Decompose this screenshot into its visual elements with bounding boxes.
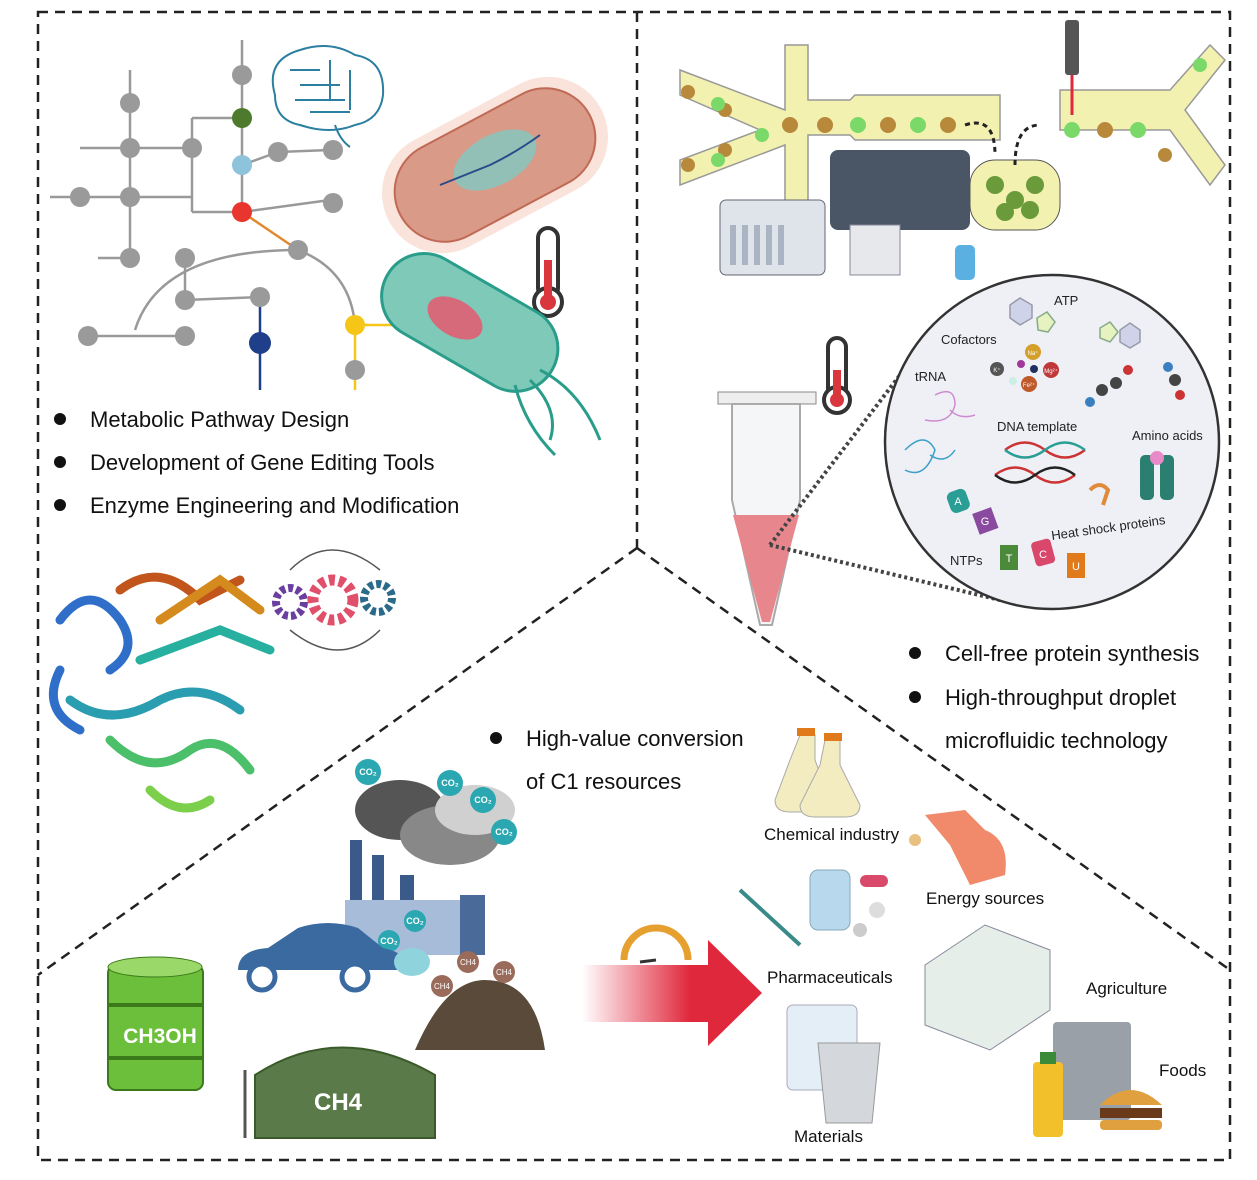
cell-free-components-circle: ATP Cofactors tRNA DNA template Amino ac… (883, 273, 1221, 611)
label-agriculture: Agriculture (1086, 979, 1167, 998)
ntp-u: U (1072, 561, 1080, 573)
label-foods: Foods (1159, 1061, 1206, 1080)
bullet-metabolic-pathway: Metabolic Pathway Design (90, 407, 349, 432)
heat-shock-protein-icon (1088, 451, 1174, 506)
co2-label: CO₂ (380, 936, 398, 946)
ion-fe: Fe²⁺ (1023, 382, 1035, 389)
ch4-label: CH4 (496, 968, 513, 977)
co2-label: CO₂ (359, 767, 377, 777)
trna-icon (904, 390, 976, 474)
co2-label: CO₂ (474, 795, 492, 805)
label-atp: ATP (1054, 293, 1078, 308)
ion-na: Na⁺ (1028, 350, 1039, 357)
ion-k: K⁺ (993, 367, 1000, 374)
methane-digester: CH4 (243, 1046, 436, 1139)
ntp-blocks: A G T C U (946, 488, 1085, 578)
methane-label: CH4 (314, 1089, 363, 1116)
cellfree-bullet-list: Cell-free protein synthesis High-through… (909, 641, 1199, 753)
label-trna: tRNA (915, 369, 946, 384)
bacterium-ecoli (382, 76, 608, 254)
synbio-bullet-list: Metabolic Pathway Design Development of … (54, 407, 459, 518)
pathway-nodes (70, 65, 365, 380)
co2-label: CO₂ (441, 778, 459, 788)
enzyme-protein-structure (48, 572, 275, 813)
ntp-a: A (954, 496, 962, 508)
reaction-tube (717, 391, 817, 626)
atp-molecule (1009, 297, 1141, 349)
ntp-g: G (981, 516, 990, 528)
co2-label: CO₂ (406, 916, 424, 926)
ch4-label: CH4 (460, 958, 477, 967)
label-cofactors: Cofactors (941, 332, 997, 347)
amino-acid-molecules (1085, 362, 1185, 407)
product-illustrations (738, 728, 1162, 1137)
label-ntps: NTPs (950, 553, 983, 568)
co2-label: CO₂ (495, 827, 513, 837)
bullet-enzyme-engineering: Enzyme Engineering and Modification (90, 493, 459, 518)
dna-helix (994, 441, 1086, 484)
gears-cycle-icon (272, 549, 396, 651)
methanol-label: CH3OH (123, 1025, 197, 1048)
bullet-gene-editing: Development of Gene Editing Tools (90, 450, 434, 475)
label-materials: Materials (794, 1127, 863, 1146)
label-chemical-industry: Chemical industry (764, 825, 900, 844)
thermometer-icon (532, 226, 564, 318)
car-icon (238, 923, 430, 993)
microfluidic-chip (679, 20, 1227, 231)
bullet-droplet-microfluidic-cont: microfluidic technology (945, 728, 1168, 753)
bullet-cell-free-synthesis: Cell-free protein synthesis (945, 641, 1199, 666)
label-pharmaceuticals: Pharmaceuticals (767, 968, 893, 987)
bullet-high-value-conversion: High-value conversion (526, 726, 744, 751)
label-dna-template: DNA template (997, 419, 1077, 434)
ion-mg: Mg²⁺ (1044, 368, 1058, 375)
co2-bubbles: CO₂ CO₂ CO₂ CO₂ CO₂ CO₂ (355, 759, 517, 952)
bacterium-green (380, 251, 602, 457)
metabolic-pathway-network (50, 40, 395, 390)
conversion-arrow (582, 924, 762, 1046)
ch4-label: CH4 (434, 982, 451, 991)
cofactor-ions: Na⁺ K⁺ Mg²⁺ Fe²⁺ (990, 344, 1059, 392)
dashed-frame (36, 10, 1232, 1162)
methanol-barrel: CH3OH (107, 956, 204, 1091)
ntp-t: T (1006, 553, 1013, 565)
ntp-c: C (1039, 549, 1047, 561)
lab-instruments (719, 150, 975, 280)
thermometer-icon-2 (822, 336, 852, 415)
label-energy-sources: Energy sources (926, 889, 1044, 908)
bullet-c1-resources: of C1 resources (526, 769, 681, 794)
product-labels: Chemical industry Energy sources Pharmac… (764, 825, 1206, 1146)
zoom-dotted-lines (768, 360, 1001, 602)
c1-bullet-list: High-value conversion of C1 resources (490, 726, 744, 794)
bullet-droplet-microfluidic: High-throughput droplet (945, 685, 1176, 710)
ai-brain-icon (271, 45, 385, 148)
soil-pile: CH4 CH4 CH4 (415, 951, 545, 1050)
label-amino-acids: Amino acids (1132, 428, 1203, 443)
